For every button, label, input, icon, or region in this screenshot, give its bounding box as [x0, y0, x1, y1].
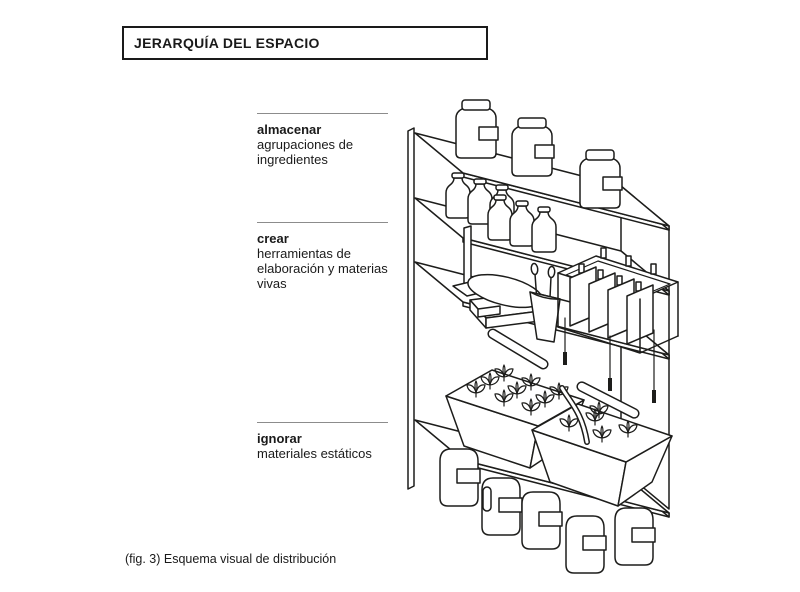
watering-hose — [559, 385, 590, 445]
legend-item-almacenar: almacenar agrupaciones de ingredientes — [257, 113, 399, 167]
utensil-cup — [529, 262, 561, 343]
grow-light-tube-right — [576, 381, 640, 419]
page-title: JERARQUÍA DEL ESPACIO — [134, 35, 320, 51]
storage-jars-bottom — [439, 448, 656, 574]
legend-term: crear — [257, 231, 289, 246]
legend-description: herramientas de elaboración y materias v… — [257, 246, 388, 291]
grow-light-tube-left — [487, 328, 549, 370]
legend-term: almacenar — [257, 122, 322, 137]
legend-term: ignorar — [257, 431, 302, 446]
legend-item-ignorar: ignorar materiales estáticos — [257, 422, 399, 461]
legend-description: materiales estáticos — [257, 446, 372, 461]
legend-item-crear: crear herramientas de elaboración y mate… — [257, 222, 399, 291]
planter-box-right — [531, 385, 673, 507]
plumb-strings — [563, 317, 656, 403]
title-box: JERARQUÍA DEL ESPACIO — [122, 26, 488, 60]
shelf-left-post — [407, 127, 415, 490]
separator-line — [257, 113, 388, 114]
kitchen-scale — [467, 273, 549, 329]
separator-line — [257, 222, 388, 223]
separator-line — [257, 422, 388, 423]
drying-rack — [557, 247, 679, 403]
figure-caption: (fig. 3) Esquema visual de distribución — [125, 552, 337, 566]
legend-description: agrupaciones de ingredientes — [257, 137, 354, 167]
